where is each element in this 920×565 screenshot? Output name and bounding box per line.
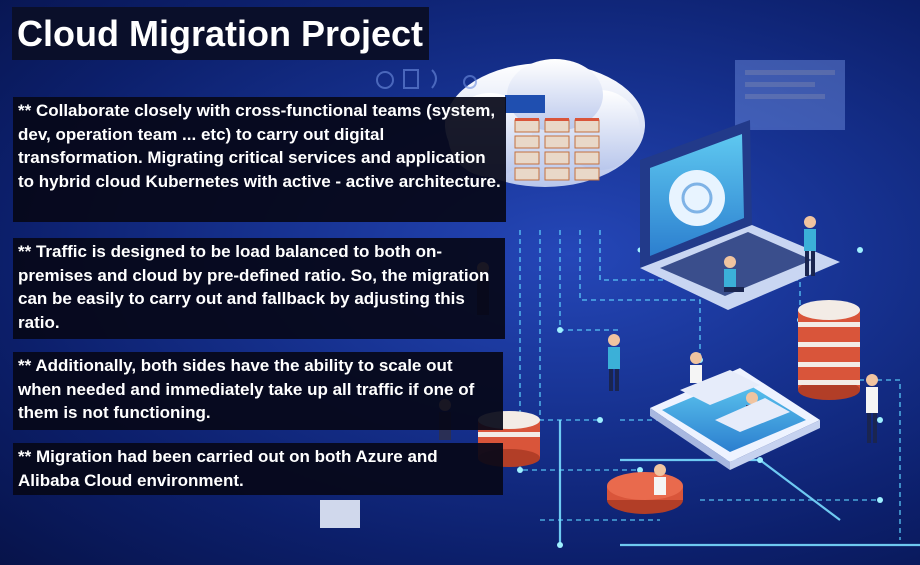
floating-data-panel bbox=[735, 60, 845, 130]
paragraph-collaboration: ** Collaborate closely with cross-functi… bbox=[13, 97, 506, 222]
faint-icons bbox=[376, 69, 477, 89]
paragraph-scaling: ** Additionally, both sides have the abi… bbox=[13, 352, 503, 430]
database-disc-icon bbox=[607, 472, 683, 514]
database-stack-icon bbox=[798, 300, 860, 400]
paragraph-traffic: ** Traffic is designed to be load balanc… bbox=[13, 238, 505, 339]
paragraph-environments: ** Migration had been carried out on bot… bbox=[13, 443, 503, 495]
laptop-cloud-icon bbox=[640, 120, 840, 310]
page-title: Cloud Migration Project bbox=[17, 12, 424, 54]
title-box: Cloud Migration Project bbox=[12, 7, 430, 60]
desk-shapes bbox=[320, 370, 790, 528]
